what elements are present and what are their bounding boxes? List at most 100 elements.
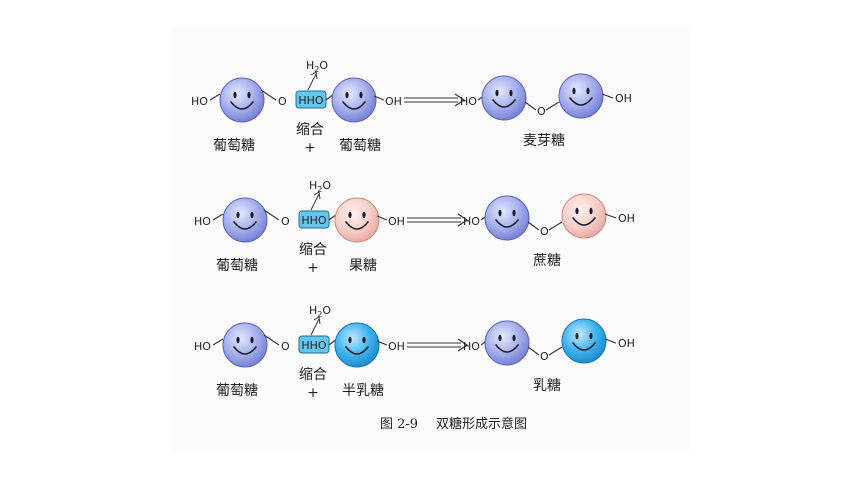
product-bond-o-out <box>545 101 560 111</box>
monosaccharide-right-smile <box>342 101 366 110</box>
label-plus: + <box>307 260 319 276</box>
product-right <box>558 73 604 119</box>
monosaccharide-left-eye-left <box>236 336 240 344</box>
monosaccharide-right-eye-left <box>348 336 352 344</box>
monosaccharide-left-eye-right <box>250 336 254 344</box>
product-right <box>561 193 607 239</box>
bond-right-oh <box>376 215 388 221</box>
monosaccharide-left-circle <box>219 77 265 123</box>
label-condensation: 缩合 <box>299 367 327 383</box>
monosaccharide-right <box>334 322 380 368</box>
ho-label-left: HO <box>194 340 211 353</box>
bond-left-o <box>260 89 277 101</box>
product-ho-label: HO <box>460 95 477 108</box>
product-right-smile <box>572 342 596 351</box>
product-left <box>484 195 530 241</box>
bond-left-o <box>263 209 280 221</box>
product-right-smile <box>572 217 596 226</box>
product-left-eye-left <box>498 334 502 342</box>
oh-label-right: OH <box>388 215 405 228</box>
water-arrow-line <box>310 318 320 336</box>
o-label: O <box>281 215 290 228</box>
label-right-sugar: 葡萄糖 <box>339 138 381 154</box>
product-right-eye-left <box>575 207 579 215</box>
monosaccharide-right-circle <box>331 77 377 123</box>
monosaccharide-right-eye-left <box>348 211 352 219</box>
monosaccharide-right <box>331 77 377 123</box>
monosaccharide-left <box>222 322 268 368</box>
label-right-sugar: 半乳糖 <box>342 383 384 399</box>
bond-left-o <box>263 334 280 346</box>
hho-label: HHO <box>301 339 327 352</box>
reaction-arrow-head <box>457 338 469 352</box>
bond-left-ho <box>209 93 221 101</box>
label-left-sugar: 葡萄糖 <box>216 383 258 399</box>
oh-label-right: OH <box>388 340 405 353</box>
water-label: H2O <box>309 304 331 319</box>
product-o-label: O <box>537 105 546 118</box>
bond-right-oh <box>376 340 388 346</box>
water-arrow-head <box>310 71 318 80</box>
monosaccharide-right-smile <box>345 346 369 355</box>
product-bond-oh <box>601 93 614 99</box>
product-ho-label: HO <box>463 215 480 228</box>
product-o-label: O <box>540 225 549 238</box>
product-left-eye-left <box>498 209 502 217</box>
monosaccharide-left-smile <box>230 101 254 110</box>
product-left <box>481 75 527 121</box>
monosaccharide-right-circle <box>334 322 380 368</box>
product-left-circle <box>484 195 530 241</box>
product-right-smile <box>569 97 593 106</box>
water-label: H2O <box>309 179 331 194</box>
product-right-circle <box>561 193 607 239</box>
water-arrow-head <box>313 191 321 200</box>
label-left-sugar: 葡萄糖 <box>216 258 258 274</box>
product-bond-oh <box>604 213 617 219</box>
label-right-sugar: 果糖 <box>349 258 377 274</box>
reaction-arrow-head <box>454 93 466 107</box>
product-right-circle <box>558 73 604 119</box>
figure-title: 双糖形成示意图 <box>436 416 527 432</box>
product-ho-label: HO <box>463 340 480 353</box>
label-product: 乳糖 <box>533 378 561 394</box>
product-bond-o-out <box>548 346 563 356</box>
product-left-eye-right <box>512 209 516 217</box>
product-right-circle <box>561 318 607 364</box>
oh-label-right: OH <box>385 95 402 108</box>
monosaccharide-left-eye-left <box>236 211 240 219</box>
hho-label: HHO <box>298 94 324 107</box>
product-left-circle <box>481 75 527 121</box>
monosaccharide-left <box>219 77 265 123</box>
product-oh-label: OH <box>618 212 635 225</box>
reaction-arrow <box>407 213 469 227</box>
ho-label-left: HO <box>194 215 211 228</box>
water-label: H2O <box>306 59 328 74</box>
product-oh-label: OH <box>615 92 632 105</box>
label-plus: + <box>304 140 316 156</box>
product-oh-label: OH <box>618 337 635 350</box>
label-condensation: 缩合 <box>296 122 324 138</box>
monosaccharide-right <box>334 197 380 243</box>
water-arrow-head <box>313 316 321 325</box>
monosaccharide-left-circle <box>222 197 268 243</box>
reaction-arrow <box>404 93 466 107</box>
product-bond-oh <box>604 338 617 344</box>
monosaccharide-right-eye-right <box>362 336 366 344</box>
product-left-smile <box>495 344 519 353</box>
product-bond-o-in <box>527 221 540 231</box>
water-arrow-line <box>307 73 317 91</box>
product-left-smile <box>492 99 516 108</box>
product-right-eye-left <box>575 332 579 340</box>
product-bond-o-in <box>527 346 540 356</box>
bond-left-ho <box>212 338 224 346</box>
product-bond-o-in <box>524 101 537 111</box>
product-o-label: O <box>540 350 549 363</box>
product-right-eye-right <box>589 332 593 340</box>
product-left <box>484 320 530 366</box>
o-label: O <box>281 340 290 353</box>
